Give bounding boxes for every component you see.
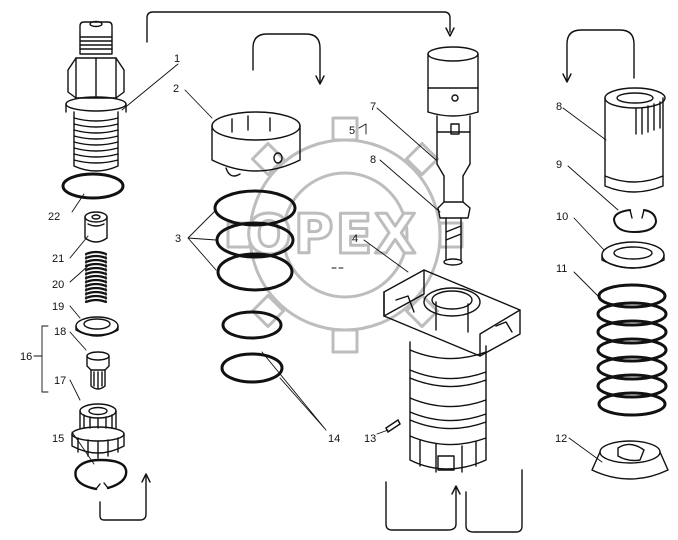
- callout-18: 18: [54, 326, 66, 338]
- valve-spring-20: [84, 250, 108, 304]
- spring-seat-12: [591, 440, 669, 480]
- callout-12: 12: [555, 433, 567, 445]
- pump-plunger-5: [427, 46, 479, 266]
- washer-10: [601, 241, 665, 269]
- callout-13: 13: [364, 433, 376, 445]
- callout-4: 4: [352, 233, 358, 245]
- callout-9: 9: [556, 159, 562, 171]
- snap-ring-15: [74, 458, 128, 491]
- pump-barrel-4: [383, 269, 521, 473]
- callout-14: 14: [328, 433, 340, 445]
- assembly-arrows: [99, 11, 635, 533]
- o-rings-3: [213, 189, 297, 292]
- callout-3: 3: [175, 233, 181, 245]
- callout-20: 20: [52, 279, 64, 291]
- control-sleeve-2: [211, 111, 301, 177]
- spring-ring-9: [613, 209, 657, 233]
- callout-7: 7: [370, 101, 376, 113]
- delivery-valve-holder: [65, 20, 127, 172]
- callout-10: 10: [556, 211, 568, 223]
- callout-19: 19: [52, 301, 64, 313]
- callout-21: 21: [52, 253, 64, 265]
- leader-lines: [33, 63, 619, 465]
- callout-labels: 1 2 3 4 5 7 8 8 9 10 11 12 13 14 15 16 1…: [20, 53, 568, 445]
- plunger-spring-11: [596, 283, 668, 417]
- watermark-logo: OPEX: [226, 116, 464, 354]
- delivery-valve-18: [86, 351, 110, 390]
- callout-16: 16: [20, 351, 32, 363]
- washer-19: [75, 316, 119, 337]
- watermark-text: OPEX: [246, 203, 418, 266]
- o-rings-14: [220, 310, 284, 384]
- callout-8-right: 8: [556, 101, 562, 113]
- spring-seat-21: [84, 211, 108, 243]
- callout-1: 1: [174, 53, 180, 65]
- valve-seat-17: [71, 403, 125, 459]
- callout-11: 11: [556, 263, 567, 275]
- callout-22: 22: [48, 211, 60, 223]
- callout-17: 17: [54, 375, 66, 387]
- callout-8-center: 8: [370, 154, 376, 166]
- callout-15: 15: [52, 433, 64, 445]
- callout-2: 2: [173, 83, 179, 95]
- o-ring-22: [61, 172, 125, 200]
- control-sleeve-8: [604, 87, 666, 193]
- callout-5: 5: [349, 125, 355, 137]
